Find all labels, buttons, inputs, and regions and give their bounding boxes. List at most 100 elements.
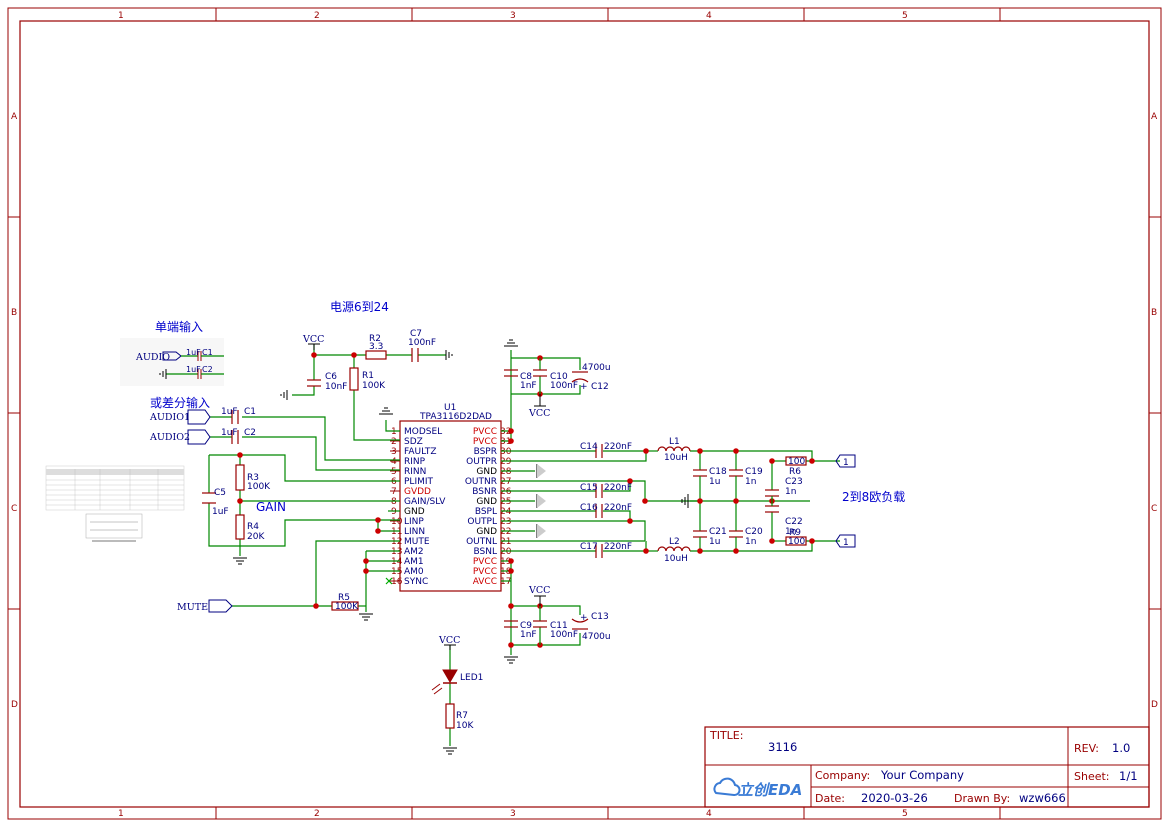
ic-pin-15-name: AM0	[404, 567, 424, 577]
svg-text:R7: R7	[456, 711, 468, 721]
ic-pin-31-number: 31	[500, 437, 511, 447]
capacitor-c15[interactable]: C15 220nF	[580, 483, 632, 498]
svg-text:1n: 1n	[785, 487, 796, 497]
svg-text:220nF: 220nF	[604, 542, 632, 552]
capacitor-c9[interactable]: C9 1nF	[504, 620, 537, 640]
svg-text:1nF: 1nF	[520, 381, 537, 391]
svg-text:C14: C14	[580, 442, 598, 452]
capacitor-c1[interactable]: 1uF C1	[221, 407, 256, 424]
svg-text:10nF: 10nF	[325, 382, 347, 392]
resistor-r6[interactable]: 100 R6	[785, 456, 807, 477]
ic-u1-part: TPA3116D2DAD	[419, 412, 492, 422]
vcc-label-led: VCC	[438, 635, 460, 646]
ic-pin-24-number: 24	[500, 507, 512, 517]
resistors: R2 3.3 R1 100K R3 100K R4 20K R5 100K 10…	[235, 334, 807, 731]
capacitor-c7[interactable]: C7 100nF	[408, 329, 436, 362]
svg-text:C13: C13	[591, 612, 609, 622]
ic-pin-5-number: 5	[391, 467, 397, 477]
gnd-filter	[681, 494, 689, 508]
capacitor-c5[interactable]: C5 1uF	[202, 488, 229, 517]
ic-pin-6-number: 6	[391, 477, 397, 487]
gnd-r7	[443, 747, 457, 755]
resistor-r9[interactable]: 100 R9	[785, 528, 807, 547]
inductor-l2[interactable]: L2 10uH	[657, 537, 691, 564]
inductors: L1 10uH L2 10uH	[657, 437, 691, 564]
resistor-r1[interactable]: R1 100K	[349, 367, 386, 391]
svg-text:100: 100	[788, 537, 805, 547]
svg-text:C7: C7	[410, 329, 422, 339]
svg-text:1uF: 1uF	[221, 407, 238, 417]
svg-text:100: 100	[788, 457, 805, 467]
capacitor-c18[interactable]: C18 1u	[693, 467, 727, 487]
ic-pin-27-number: 27	[500, 477, 511, 487]
capacitor-c8[interactable]: C8 1nF	[504, 369, 537, 391]
svg-text:C23: C23	[785, 477, 803, 487]
svg-text:C16: C16	[580, 503, 598, 513]
ic-pin-7-number: 7	[391, 487, 397, 497]
audio2-port[interactable]	[187, 429, 211, 445]
capacitor-c2[interactable]: 1uF C2	[221, 428, 256, 444]
rev-value: 1.0	[1112, 741, 1130, 755]
resistor-r4[interactable]: R4 20K	[235, 514, 265, 542]
zone-col-1-bottom: 1	[118, 809, 124, 819]
svg-text:R9: R9	[789, 528, 801, 538]
svg-text:C1: C1	[244, 407, 256, 417]
resistor-r3[interactable]: R3 100K	[235, 464, 271, 492]
svg-text:C12: C12	[591, 382, 609, 392]
datasheet-gain-table-thumbnail	[45, 465, 185, 542]
vcc-symbols: VCC VCC VCC VCC	[302, 334, 550, 650]
capacitor-c23[interactable]: C23 1n	[765, 477, 803, 501]
vcc-label-top: VCC	[528, 408, 550, 419]
capacitor-c10[interactable]: C10 100nF	[533, 358, 578, 394]
out-port-1[interactable]	[835, 454, 856, 468]
gnd-modsel	[379, 407, 393, 415]
single-input-note: 单端输入	[155, 319, 203, 334]
capacitor-c17[interactable]: C17 220nF	[580, 542, 632, 558]
resistor-r2[interactable]: R2 3.3	[365, 334, 387, 360]
ic-pin-2-number: 2	[391, 437, 397, 447]
capacitor-c6[interactable]: C6 10nF	[307, 372, 347, 392]
out-port-2[interactable]	[835, 534, 856, 548]
ic-pin-11-name: LINN	[404, 527, 425, 537]
audio1-port[interactable]	[187, 409, 211, 425]
ic-pin-19-number: 19	[500, 557, 512, 567]
sheet-label: Sheet:	[1074, 770, 1110, 783]
ic-pin-12-name: MUTE	[404, 537, 430, 547]
svg-text:C1: C1	[202, 348, 213, 357]
gnd-mute	[359, 613, 373, 621]
svg-text:100nF: 100nF	[550, 630, 578, 640]
capacitor-c16[interactable]: C16 220nF	[580, 503, 632, 518]
ic-pin-30-name: BSPR	[474, 447, 497, 457]
ic-pin-8-name: GAIN/SLV	[404, 497, 446, 507]
zone-row-a-right: A	[1151, 112, 1158, 122]
gnd-bottom-caps	[504, 656, 518, 664]
capacitor-c22[interactable]: C22 1n	[765, 501, 803, 537]
capacitor-c13[interactable]: + C13 4700u	[571, 612, 611, 642]
ic-pin-4-number: 4	[391, 457, 397, 467]
inductor-l1[interactable]: L1 10uH	[657, 437, 691, 463]
ic-pin-4-name: RINP	[404, 457, 426, 467]
resistor-r7[interactable]: R7 10K	[445, 703, 474, 731]
single-ended-input-snippet: AUDIO 1uF C1 1uF C2	[120, 338, 224, 386]
resistor-r5[interactable]: R5 100K	[331, 593, 359, 612]
svg-text:1uF: 1uF	[186, 348, 201, 357]
capacitor-c11[interactable]: C11 100nF	[533, 606, 578, 645]
ic-pin-27-name: OUTNR	[465, 477, 497, 487]
capacitor-c19[interactable]: C19 1n	[729, 467, 763, 487]
ic-pin-7-name: GVDD	[404, 487, 431, 497]
ic-pin-17-number: 17	[500, 577, 511, 587]
svg-text:10uH: 10uH	[664, 554, 688, 564]
capacitor-c20[interactable]: C20 1n	[729, 527, 763, 547]
capacitor-c12[interactable]: 4700u + C12	[571, 363, 611, 392]
ic-pin-26-name: BSNR	[472, 487, 497, 497]
mute-port[interactable]	[208, 599, 233, 613]
capacitor-c14[interactable]: C14 220nF	[580, 442, 632, 458]
title-value: 3116	[768, 740, 797, 754]
junctions	[237, 352, 815, 648]
ic-right-pins: 32PVCC31PVCC30BSPR29OUTPR28GND27OUTNR26B…	[465, 427, 512, 587]
capacitor-c21[interactable]: C21 1u	[693, 527, 727, 547]
svg-text:R1: R1	[362, 371, 374, 381]
ic-pin-32-number: 32	[500, 427, 511, 437]
led1[interactable]: LED1	[431, 669, 483, 695]
